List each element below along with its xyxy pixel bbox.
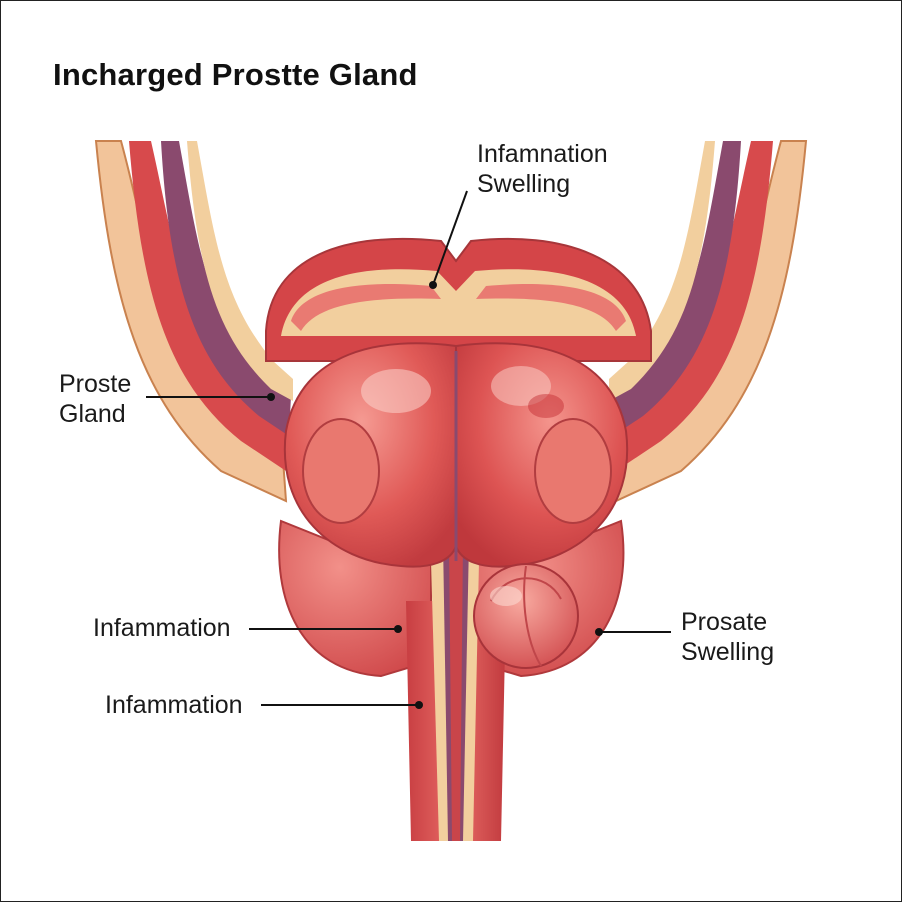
label-prostate-gland-line2: Gland	[59, 400, 126, 428]
label-top-swelling-line2: Swelling	[477, 170, 571, 198]
urethra	[406, 541, 506, 841]
label-prostate-swelling-line2: Swelling	[681, 638, 775, 666]
swelling-nodule	[473, 563, 579, 669]
left-duct	[94, 140, 293, 503]
leader-lines	[146, 190, 671, 709]
label-top-swelling: Infamnation Swelling	[477, 139, 608, 199]
label-prostate-swelling: Prosate Swelling	[681, 607, 774, 667]
prostate-lobes	[283, 342, 629, 568]
label-top-swelling-line1: Infamnation	[477, 140, 608, 168]
label-inflammation-lower: Infammation	[105, 691, 243, 719]
label-prostate-swelling-line1: Prosate	[681, 608, 768, 636]
label-prostate-gland-line1: Proste	[59, 370, 132, 398]
label-prostate-gland: Proste Gland	[59, 369, 131, 429]
label-inflammation-upper: Infammation	[93, 614, 231, 642]
right-duct	[609, 140, 808, 503]
prostate-capsule	[265, 237, 652, 362]
diagram-title: Incharged Prostte Gland	[53, 57, 418, 92]
